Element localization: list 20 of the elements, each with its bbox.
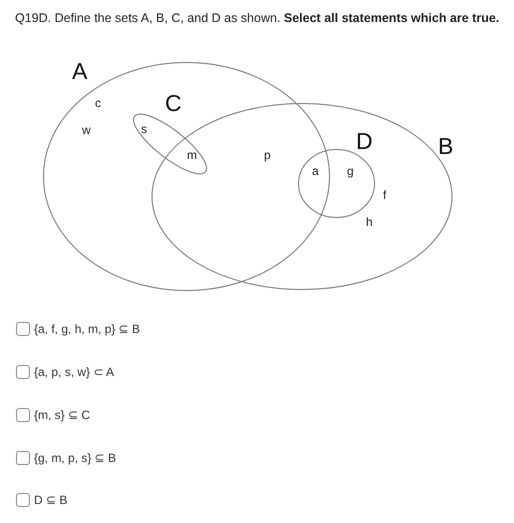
set-label: B: [438, 135, 454, 158]
element-label: f: [383, 189, 386, 202]
element-label: g: [347, 165, 354, 178]
question-text: Q19D. Define the sets A, B, C, and D as shown. Select all statements which are true.: [15, 11, 500, 25]
set-label: D: [356, 130, 373, 153]
statement-text: {a, f, g, h, m, p} ⊆ B: [34, 322, 140, 336]
element-label: h: [366, 216, 373, 229]
statement-text: {m, s} ⊆ C: [34, 408, 90, 422]
element-label: c: [95, 97, 101, 110]
element-label: m: [187, 149, 197, 162]
set-ellipse: [43, 62, 330, 291]
element-label: a: [312, 165, 319, 178]
statement-text: D ⊆ B: [34, 493, 68, 507]
set-label: C: [165, 92, 182, 115]
statement-text: {g, m, p, s} ⊆ B: [34, 451, 116, 465]
set-label: A: [72, 60, 88, 83]
element-label: w: [82, 124, 91, 137]
element-label: p: [264, 149, 271, 162]
statement-text: {a, p, s, w} ⊂ A: [34, 365, 114, 379]
element-label: s: [141, 123, 147, 136]
